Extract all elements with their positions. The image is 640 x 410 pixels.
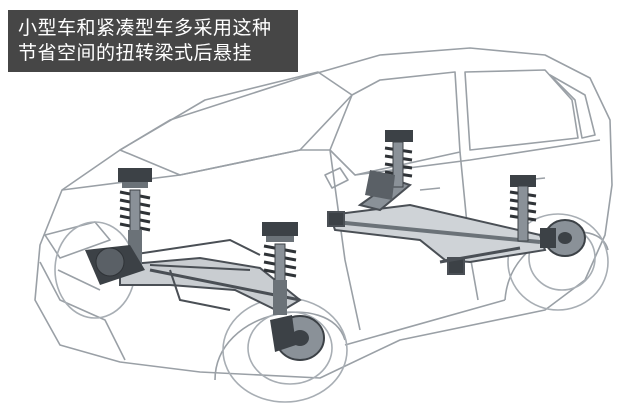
caption-line-2: 节省空间的扭转梁式后悬挂 — [18, 42, 253, 64]
rear-shock-right-icon — [509, 175, 586, 257]
caption-line-1: 小型车和紧凑型车多采用这种 — [18, 17, 272, 39]
rear-shock-left-icon — [365, 130, 413, 200]
steering-rack — [149, 264, 251, 311]
brake-disc-icon — [270, 315, 325, 361]
front-strut-right-icon — [262, 222, 298, 315]
rear-right-wheel — [507, 213, 609, 311]
caption-box: 小型车和紧凑型车多采用这种 节省空间的扭转梁式后悬挂 — [8, 10, 298, 72]
torsion-beam-icon — [327, 178, 547, 275]
front-strut-left-icon — [85, 168, 152, 285]
